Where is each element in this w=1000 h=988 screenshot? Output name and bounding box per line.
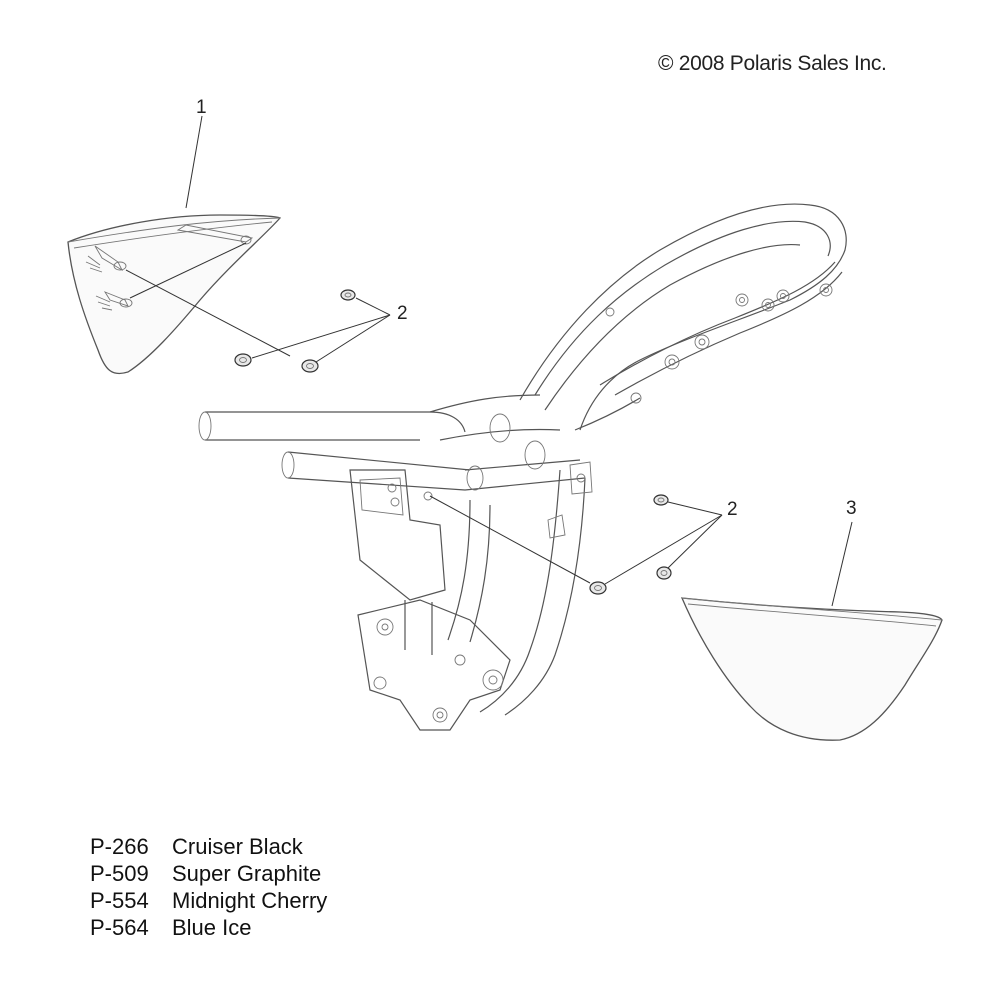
paint-row: P-266 Cruiser Black (90, 833, 327, 860)
paint-name: Super Graphite (172, 861, 322, 886)
leader-lines (125, 115, 853, 607)
part-2-grommets (234, 289, 672, 595)
paint-name: Midnight Cherry (172, 888, 328, 913)
paint-name: Cruiser Black (172, 834, 303, 859)
grommet-lower-a (653, 494, 669, 506)
grommet-upper-c (301, 359, 319, 373)
part-1-side-cover-left (67, 214, 282, 375)
motorcycle-frame (198, 203, 847, 731)
grommet-lower-b (589, 581, 607, 595)
paint-code: P-554 (90, 888, 149, 913)
copyright-notice: © 2008 Polaris Sales Inc. (658, 52, 887, 75)
grommet-upper-a (340, 289, 356, 301)
paint-row: P-554 Midnight Cherry (90, 887, 327, 914)
paint-code-list: P-266 Cruiser Black P-509 Super Graphite… (90, 833, 327, 941)
callout-part-3: 3 (846, 498, 857, 519)
callout-part-2-lower: 2 (727, 499, 738, 520)
callout-part-2-upper: 2 (397, 303, 408, 324)
callout-part-1: 1 (196, 97, 207, 118)
paint-row: P-564 Blue Ice (90, 914, 327, 941)
grommet-lower-c (656, 566, 672, 580)
paint-name: Blue Ice (172, 915, 252, 940)
part-3-side-cover-right (680, 597, 943, 741)
paint-row: P-509 Super Graphite (90, 860, 327, 887)
paint-code: P-509 (90, 861, 149, 886)
paint-code: P-564 (90, 915, 149, 940)
paint-code: P-266 (90, 834, 149, 859)
grommet-upper-b (234, 353, 252, 367)
